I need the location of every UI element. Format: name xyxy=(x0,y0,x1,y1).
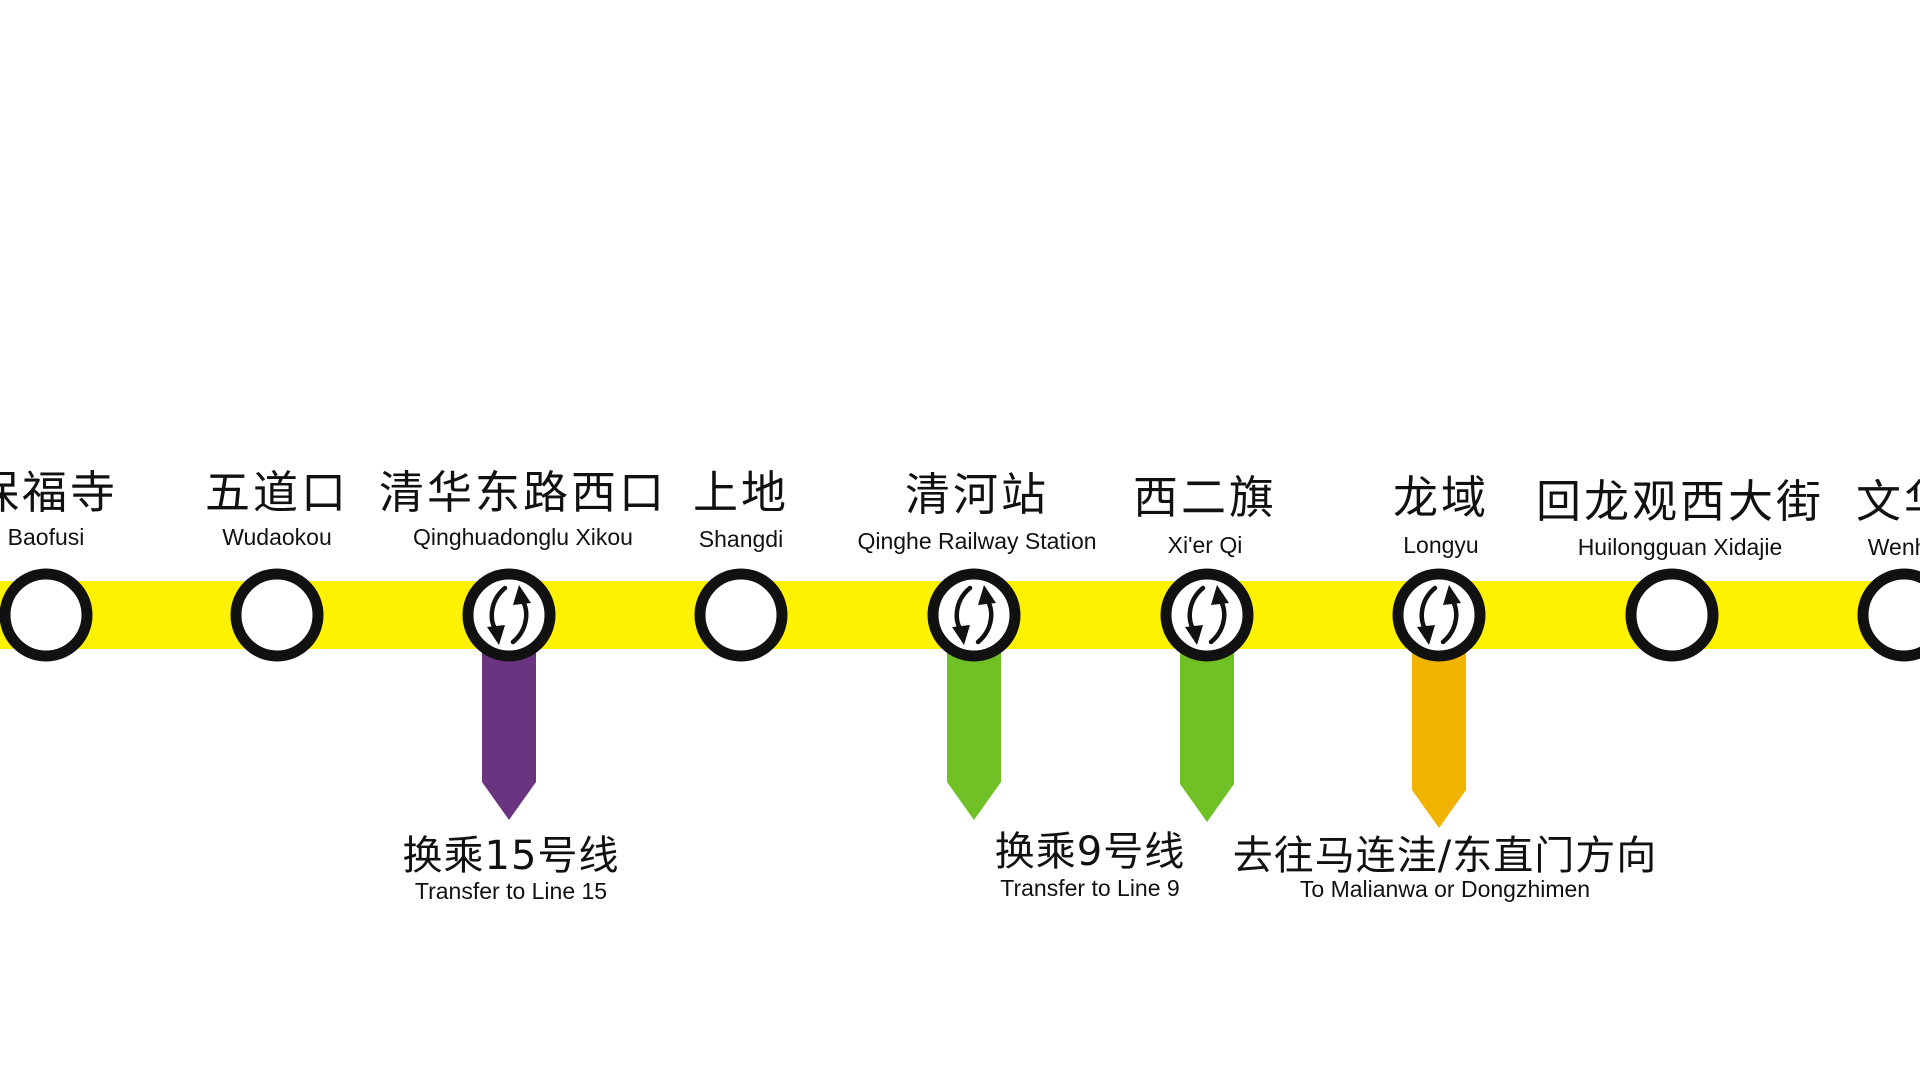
station-name-en-xierqi: Xi'er Qi xyxy=(1167,532,1243,558)
station-marker-7[interactable] xyxy=(1625,568,1719,662)
transfer-arrows-icon xyxy=(1417,585,1461,645)
station-marker-3[interactable] xyxy=(694,568,788,662)
station-name-wenhua: 文华 xyxy=(1855,475,1920,528)
station-marker-2[interactable] xyxy=(462,568,556,662)
station-ring-6 xyxy=(1392,568,1486,662)
transfer-label-line9: 换乘9号线 xyxy=(994,829,1186,875)
transfer-arrows-icon xyxy=(487,585,531,645)
transfer-label-line15: 换乘15号线 xyxy=(402,833,620,879)
station-ring-2 xyxy=(462,568,556,662)
station-name-huilongguan-xidajie: 回龙观西大街 xyxy=(1535,475,1825,528)
transfer-label-en-line15: Transfer to Line 15 xyxy=(414,878,608,904)
station-ring-0 xyxy=(0,568,93,662)
station-name-en-huilongguan-xidajie: Huilongguan Xidajie xyxy=(1577,534,1783,560)
station-ring-7 xyxy=(1625,568,1719,662)
station-ring-3 xyxy=(694,568,788,662)
station-ring-5 xyxy=(1160,568,1254,662)
transfer-label-en-line9: Transfer to Line 9 xyxy=(1000,875,1180,901)
station-name-xierqi: 西二旗 xyxy=(1132,471,1278,524)
transfer-tail-2 xyxy=(482,615,536,820)
transfer-tail-6 xyxy=(1412,615,1466,828)
transfer-tail-5 xyxy=(1180,615,1234,822)
station-name-en-qinghuadonglu-xikou: Qinghuadonglu Xikou xyxy=(413,524,633,550)
station-ring-4 xyxy=(927,568,1021,662)
station-marker-4[interactable] xyxy=(927,568,1021,662)
station-name-shangdi: 上地 xyxy=(692,466,790,519)
station-marker-8[interactable] xyxy=(1857,568,1920,662)
transfer-label-en-malianwa-dongzhimen: To Malianwa or Dongzhimen xyxy=(1299,876,1591,902)
transfer-arrows-icon xyxy=(952,585,996,645)
station-name-en-shangdi: Shangdi xyxy=(698,526,784,552)
station-ring-1 xyxy=(230,568,324,662)
transfer-label-malianwa-dongzhimen: 去往马连洼/东直门方向 xyxy=(1232,833,1658,879)
station-name-qinghuadonglu-xikou: 清华东路西口 xyxy=(378,466,668,519)
transfer-arrows-icon xyxy=(1185,585,1229,645)
transfer-tail-4 xyxy=(947,615,1001,820)
station-name-qinghe-railway-station: 清河站 xyxy=(904,468,1050,521)
station-marker-6[interactable] xyxy=(1392,568,1486,662)
station-name-longyu: 龙域 xyxy=(1392,471,1490,524)
station-name-wudaokou: 五道口 xyxy=(204,466,350,519)
station-name-en-qinghe-railway-station: Qinghe Railway Station xyxy=(857,528,1097,554)
station-marker-1[interactable] xyxy=(230,568,324,662)
station-name-en-wenhua: Wenhu xyxy=(1867,534,1920,560)
station-marker-5[interactable] xyxy=(1160,568,1254,662)
station-name-en-wudaokou: Wudaokou xyxy=(222,524,332,550)
station-ring-8 xyxy=(1857,568,1920,662)
station-name-en-longyu: Longyu xyxy=(1403,532,1479,558)
station-name-en-baofusi: Baofusi xyxy=(7,524,85,550)
station-marker-0[interactable] xyxy=(0,568,93,662)
station-name-baofusi: 保福寺 xyxy=(0,466,119,519)
